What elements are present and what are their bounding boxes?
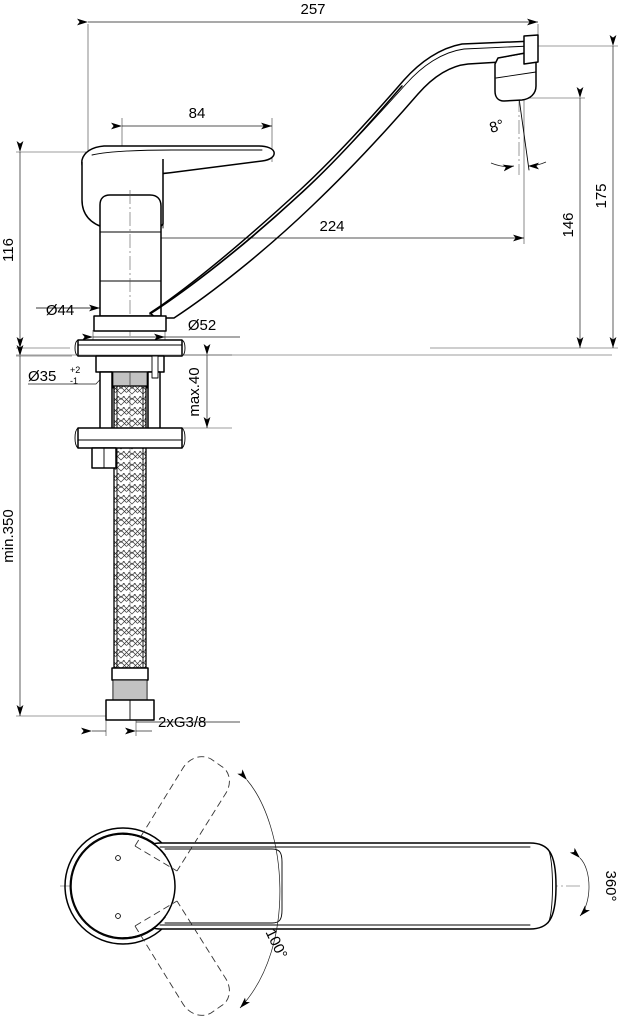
dimension-spout-reach-224: 224	[111, 90, 525, 244]
dim-label-d35-tol-minus: -1	[70, 376, 78, 386]
dim-label-116: 116	[0, 238, 17, 262]
plan-spout-body	[145, 842, 557, 930]
fixing-bracket	[77, 427, 183, 449]
faucet-body-cylinder	[99, 194, 162, 317]
dimension-height-175: 175	[430, 35, 618, 349]
mounting-shank	[95, 355, 165, 373]
plan-screw-hole-bottom	[115, 913, 121, 919]
spout-outer-profile	[149, 40, 535, 319]
spout-inner-highlight	[154, 45, 531, 312]
base-flange-upper	[93, 315, 167, 332]
lower-thread	[112, 679, 148, 701]
plan-base-arc-lower	[122, 916, 166, 939]
tail-pipe	[99, 371, 113, 437]
dim-label-min350: min.350	[0, 509, 17, 562]
dim-label-257: 257	[300, 1, 325, 18]
dim-label-8deg: 8°	[488, 117, 506, 137]
dim-label-d44: Ø44	[46, 302, 74, 319]
dimension-height-146: 146	[505, 87, 585, 348]
dim-label-max40: max.40	[186, 367, 203, 416]
alignment-pin	[151, 355, 159, 379]
dim-label-100deg: 100°	[262, 926, 291, 961]
plan-screw-hole-top	[115, 855, 121, 861]
dimension-aerator-angle-8: 8°	[488, 97, 547, 175]
plan-base-arc-upper	[122, 833, 166, 856]
plan-lever-position-down	[134, 900, 230, 1016]
dim-label-d52: Ø52	[188, 317, 216, 334]
dim-label-d35: Ø35	[28, 368, 56, 385]
dim-label-175: 175	[593, 183, 610, 208]
dim-label-360deg: 360°	[602, 870, 619, 901]
dim-label-d35-tol-plus: +2	[70, 365, 80, 375]
spout-lower-edge	[149, 85, 403, 315]
dimension-overall-reach-257: 257	[77, 1, 539, 160]
dim-label-146: 146	[560, 212, 577, 237]
lever-highlight	[91, 149, 263, 156]
spout-end-cap	[523, 34, 539, 65]
dimension-height-116: 116	[0, 141, 86, 349]
dim-label-2xg38: 2xG3/8	[158, 714, 206, 731]
tail-pipe-right	[147, 371, 161, 437]
dimension-lever-84: 84	[111, 105, 273, 162]
hose-ferrule	[111, 667, 149, 681]
dim-label-224: 224	[319, 218, 344, 235]
dimension-base-diameter-52: Ø52	[82, 317, 240, 341]
dim-label-84: 84	[189, 105, 206, 122]
plan-spout-channel	[164, 848, 283, 924]
plan-lever-position-up	[134, 756, 230, 872]
base-flange-plate	[77, 339, 183, 357]
dimension-thread-g38: 2xG3/8	[81, 712, 240, 736]
dimension-rotation-360: 360°	[569, 847, 619, 917]
dimension-hose-length-350: min.350	[0, 345, 108, 717]
